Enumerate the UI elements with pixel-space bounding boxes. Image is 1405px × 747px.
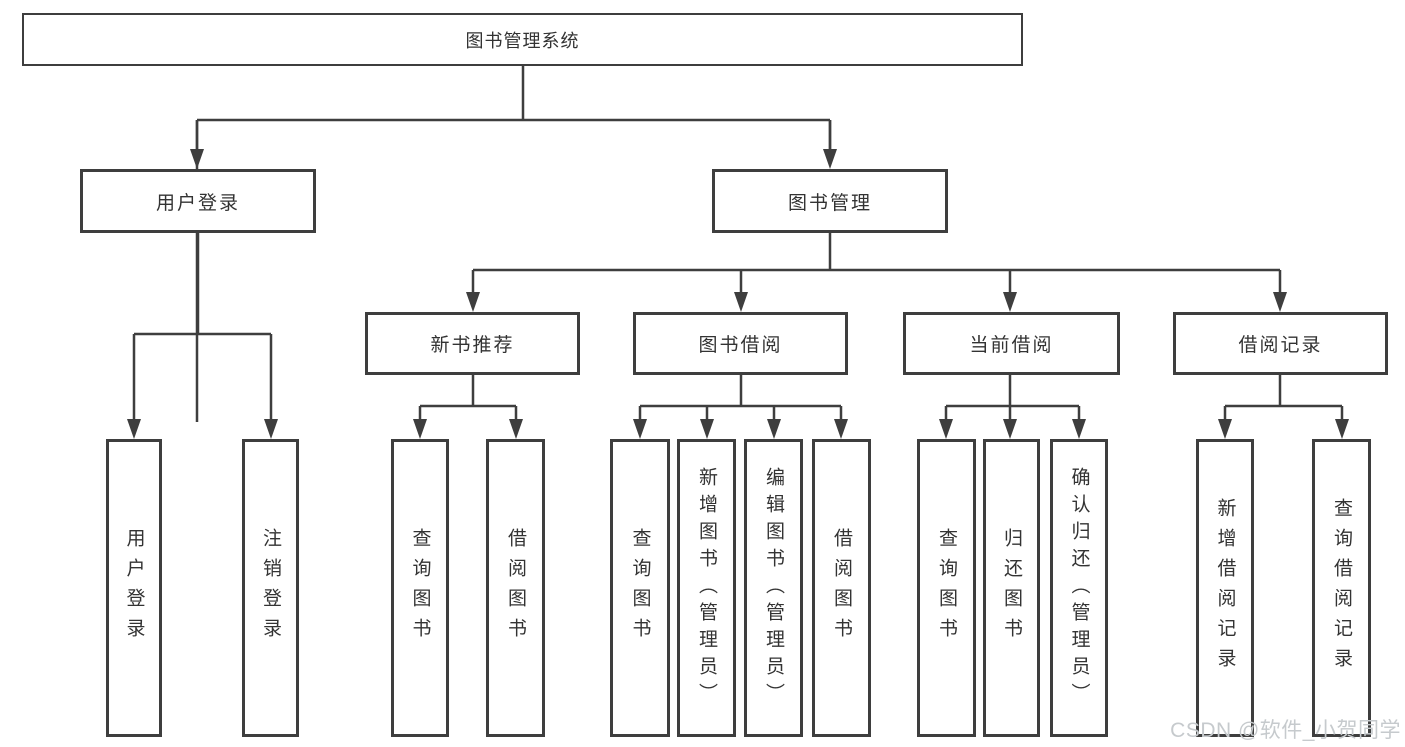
leaf-query-book-current: 查询图书 — [917, 439, 976, 737]
leaf-logout-label: 注销登录 — [260, 528, 281, 648]
node-book-borrowing: 图书借阅 — [633, 312, 848, 375]
node-current-borrowing: 当前借阅 — [903, 312, 1120, 375]
leaf-query-book-recommend-label: 查询图书 — [409, 528, 431, 648]
leaf-add-borrow-record: 新增借阅记录 — [1196, 439, 1254, 737]
leaf-edit-book-admin-label: 编辑图书（管理员） — [763, 466, 784, 710]
node-book-management: 图书管理 — [712, 169, 948, 233]
leaf-confirm-return-admin-label: 确认归还（管理员） — [1068, 466, 1090, 710]
node-borrowing-records: 借阅记录 — [1173, 312, 1388, 375]
connector-book-borrow — [638, 375, 843, 421]
leaf-borrow-book: 借阅图书 — [812, 439, 871, 737]
leaf-add-borrow-record-label: 新增借阅记录 — [1214, 498, 1236, 678]
leaf-edit-book-admin: 编辑图书（管理员） — [744, 439, 803, 737]
connector-root — [195, 66, 832, 422]
leaf-borrow-book-recommend-label: 借阅图书 — [505, 528, 526, 648]
leaf-return-book: 归还图书 — [983, 439, 1040, 737]
node-current-borrowing-label: 当前借阅 — [969, 335, 1054, 356]
leaf-return-book-label: 归还图书 — [1001, 528, 1022, 648]
leaf-query-borrow-record-label: 查询借阅记录 — [1331, 498, 1352, 678]
node-root-system: 图书管理系统 — [22, 13, 1023, 66]
leaf-query-book-borrowing: 查询图书 — [610, 439, 670, 737]
node-root-label: 图书管理系统 — [465, 30, 580, 51]
leaf-user-login: 用户登录 — [106, 439, 162, 737]
leaf-query-book-current-label: 查询图书 — [936, 528, 957, 648]
leaf-add-book-admin-label: 新增图书（管理员） — [696, 466, 717, 710]
leaf-borrow-book-recommend: 借阅图书 — [486, 439, 545, 737]
leaf-query-borrow-record: 查询借阅记录 — [1312, 439, 1371, 737]
leaf-query-book-recommend: 查询图书 — [391, 439, 449, 737]
connector-root-drops — [195, 120, 832, 151]
connector-user-login — [132, 233, 273, 421]
node-new-book-recommend: 新书推荐 — [365, 312, 580, 375]
node-book-borrowing-label: 图书借阅 — [698, 335, 783, 356]
node-user-login: 用户登录 — [80, 169, 316, 233]
connector-current-borrow — [944, 375, 1081, 421]
node-new-book-recommend-label: 新书推荐 — [430, 335, 515, 356]
csdn-watermark: CSDN @软件_小贺同学 — [1170, 719, 1401, 742]
node-book-management-label: 图书管理 — [787, 192, 872, 214]
leaf-confirm-return-admin: 确认归还（管理员） — [1050, 439, 1108, 737]
leaf-query-book-borrowing-label: 查询图书 — [629, 528, 651, 648]
node-borrowing-records-label: 借阅记录 — [1238, 335, 1323, 356]
leaf-user-login-label: 用户登录 — [123, 528, 145, 648]
connector-borrow-record — [1223, 375, 1344, 421]
node-user-login-label: 用户登录 — [155, 192, 240, 214]
leaf-add-book-admin: 新增图书（管理员） — [677, 439, 736, 737]
leaf-borrow-book-label: 借阅图书 — [831, 528, 852, 648]
connector-book-mgmt — [471, 233, 1282, 294]
arrowheads — [127, 149, 1349, 439]
connector-new-book — [418, 375, 518, 421]
leaf-logout: 注销登录 — [242, 439, 299, 737]
